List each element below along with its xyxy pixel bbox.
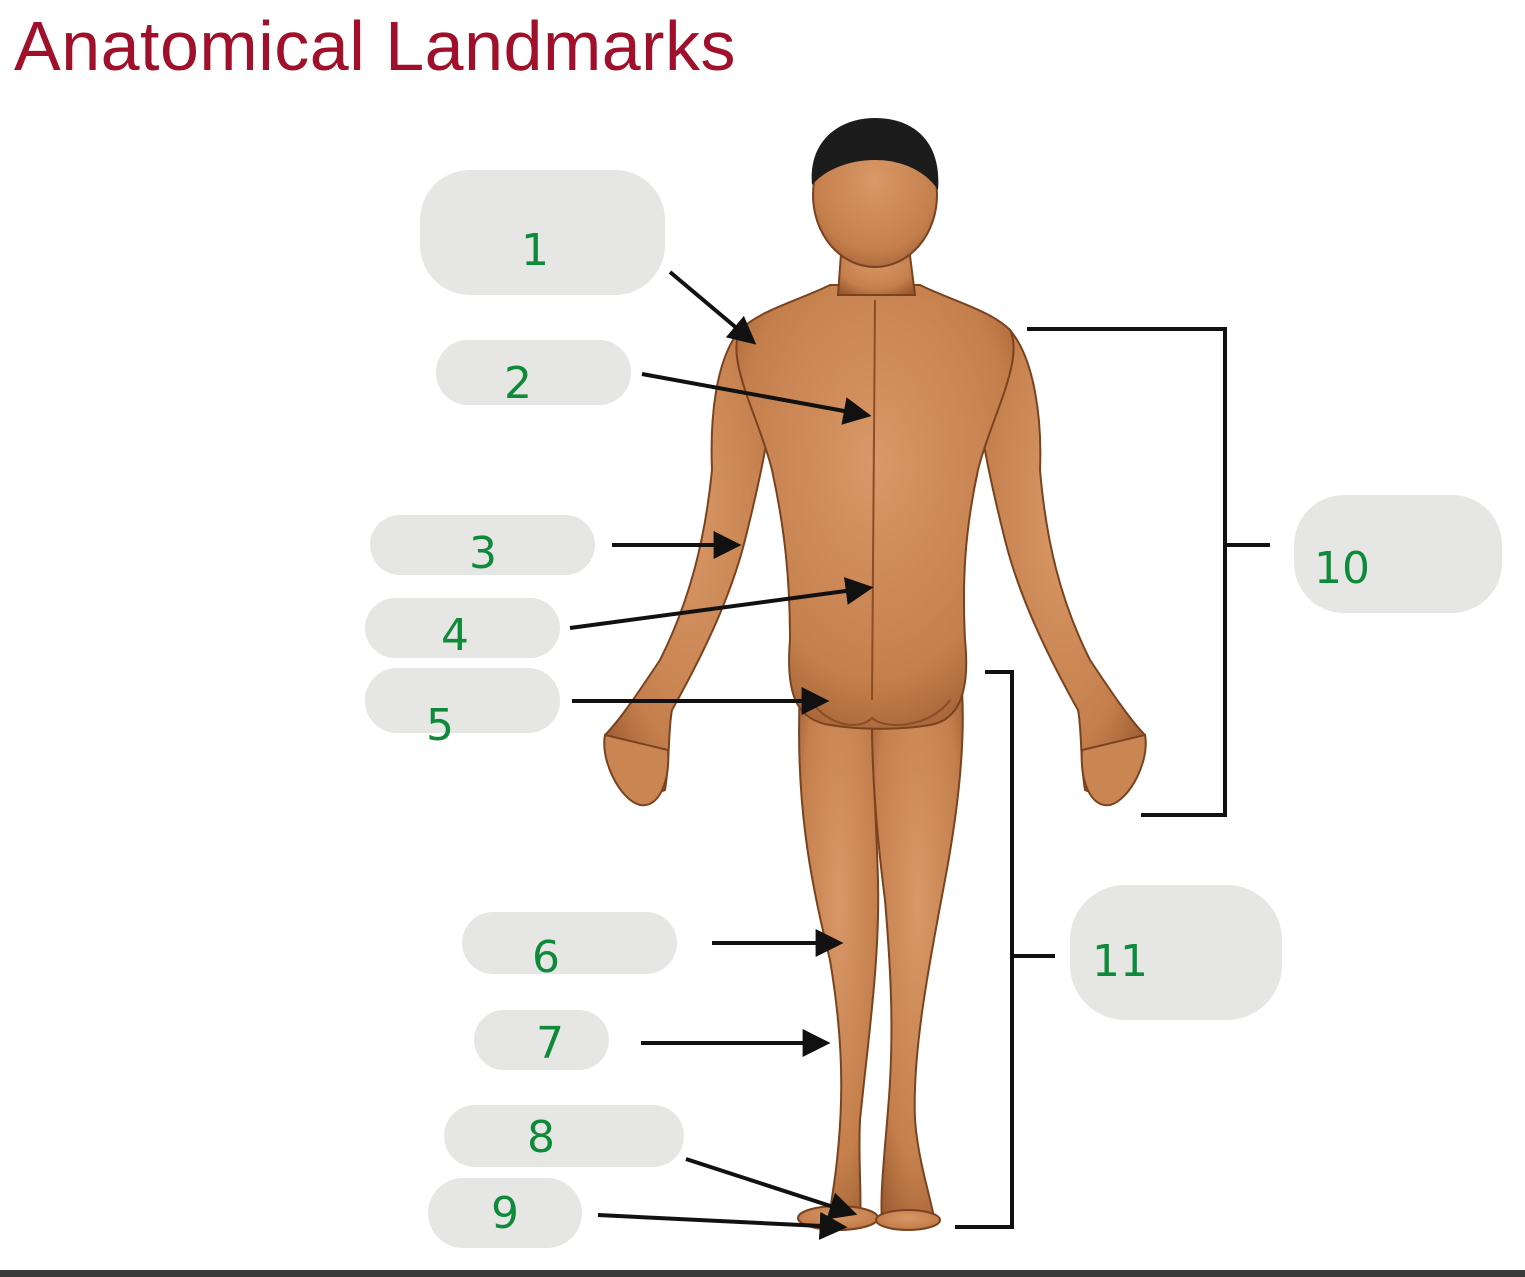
arrow-2	[641, 372, 872, 425]
label-cloud-8	[444, 1105, 684, 1167]
arrow-4	[569, 577, 874, 630]
right-arm	[976, 328, 1147, 802]
bracket-upper-limb	[1027, 327, 1270, 817]
human-figure-posterior	[603, 122, 1147, 1231]
label-cloud-2	[436, 340, 631, 405]
label-cloud-6	[462, 912, 677, 974]
label-9: 9	[491, 1188, 519, 1239]
label-cloud-7	[474, 1010, 609, 1070]
label-clouds	[365, 170, 1502, 1248]
label-1: 1	[521, 225, 549, 276]
bottom-bar	[0, 1270, 1525, 1277]
right-heel	[875, 1209, 941, 1231]
arrow-8	[685, 1157, 858, 1220]
label-cloud-11	[1070, 885, 1282, 1020]
leader-arrows	[569, 270, 874, 1240]
label-5: 5	[426, 700, 454, 751]
arrow-9	[597, 1211, 848, 1240]
left-leg	[798, 688, 880, 1222]
bracket-lower-limb	[955, 670, 1055, 1229]
label-8: 8	[527, 1112, 555, 1163]
label-3: 3	[469, 528, 497, 579]
spine-line	[871, 299, 876, 701]
page-title: Anatomical Landmarks	[14, 7, 736, 85]
label-cloud-9	[428, 1178, 582, 1248]
label-cloud-5	[365, 668, 560, 733]
gluteal-fold	[809, 699, 951, 726]
right-leg	[870, 688, 964, 1223]
label-10: 10	[1314, 543, 1370, 594]
label-cloud-3	[370, 515, 595, 575]
right-hand	[1080, 733, 1147, 807]
label-11: 11	[1092, 936, 1148, 987]
label-7: 7	[536, 1018, 564, 1069]
label-cloud-1	[420, 170, 665, 295]
label-6: 6	[532, 932, 560, 983]
hair	[811, 118, 939, 190]
label-cloud-4	[365, 598, 560, 658]
left-hand	[603, 733, 670, 807]
label-4: 4	[441, 610, 469, 661]
label-2: 2	[504, 358, 532, 409]
torso	[735, 284, 1015, 730]
label-cloud-10	[1294, 495, 1502, 613]
left-arm	[603, 328, 774, 802]
arrow-1	[668, 270, 757, 345]
